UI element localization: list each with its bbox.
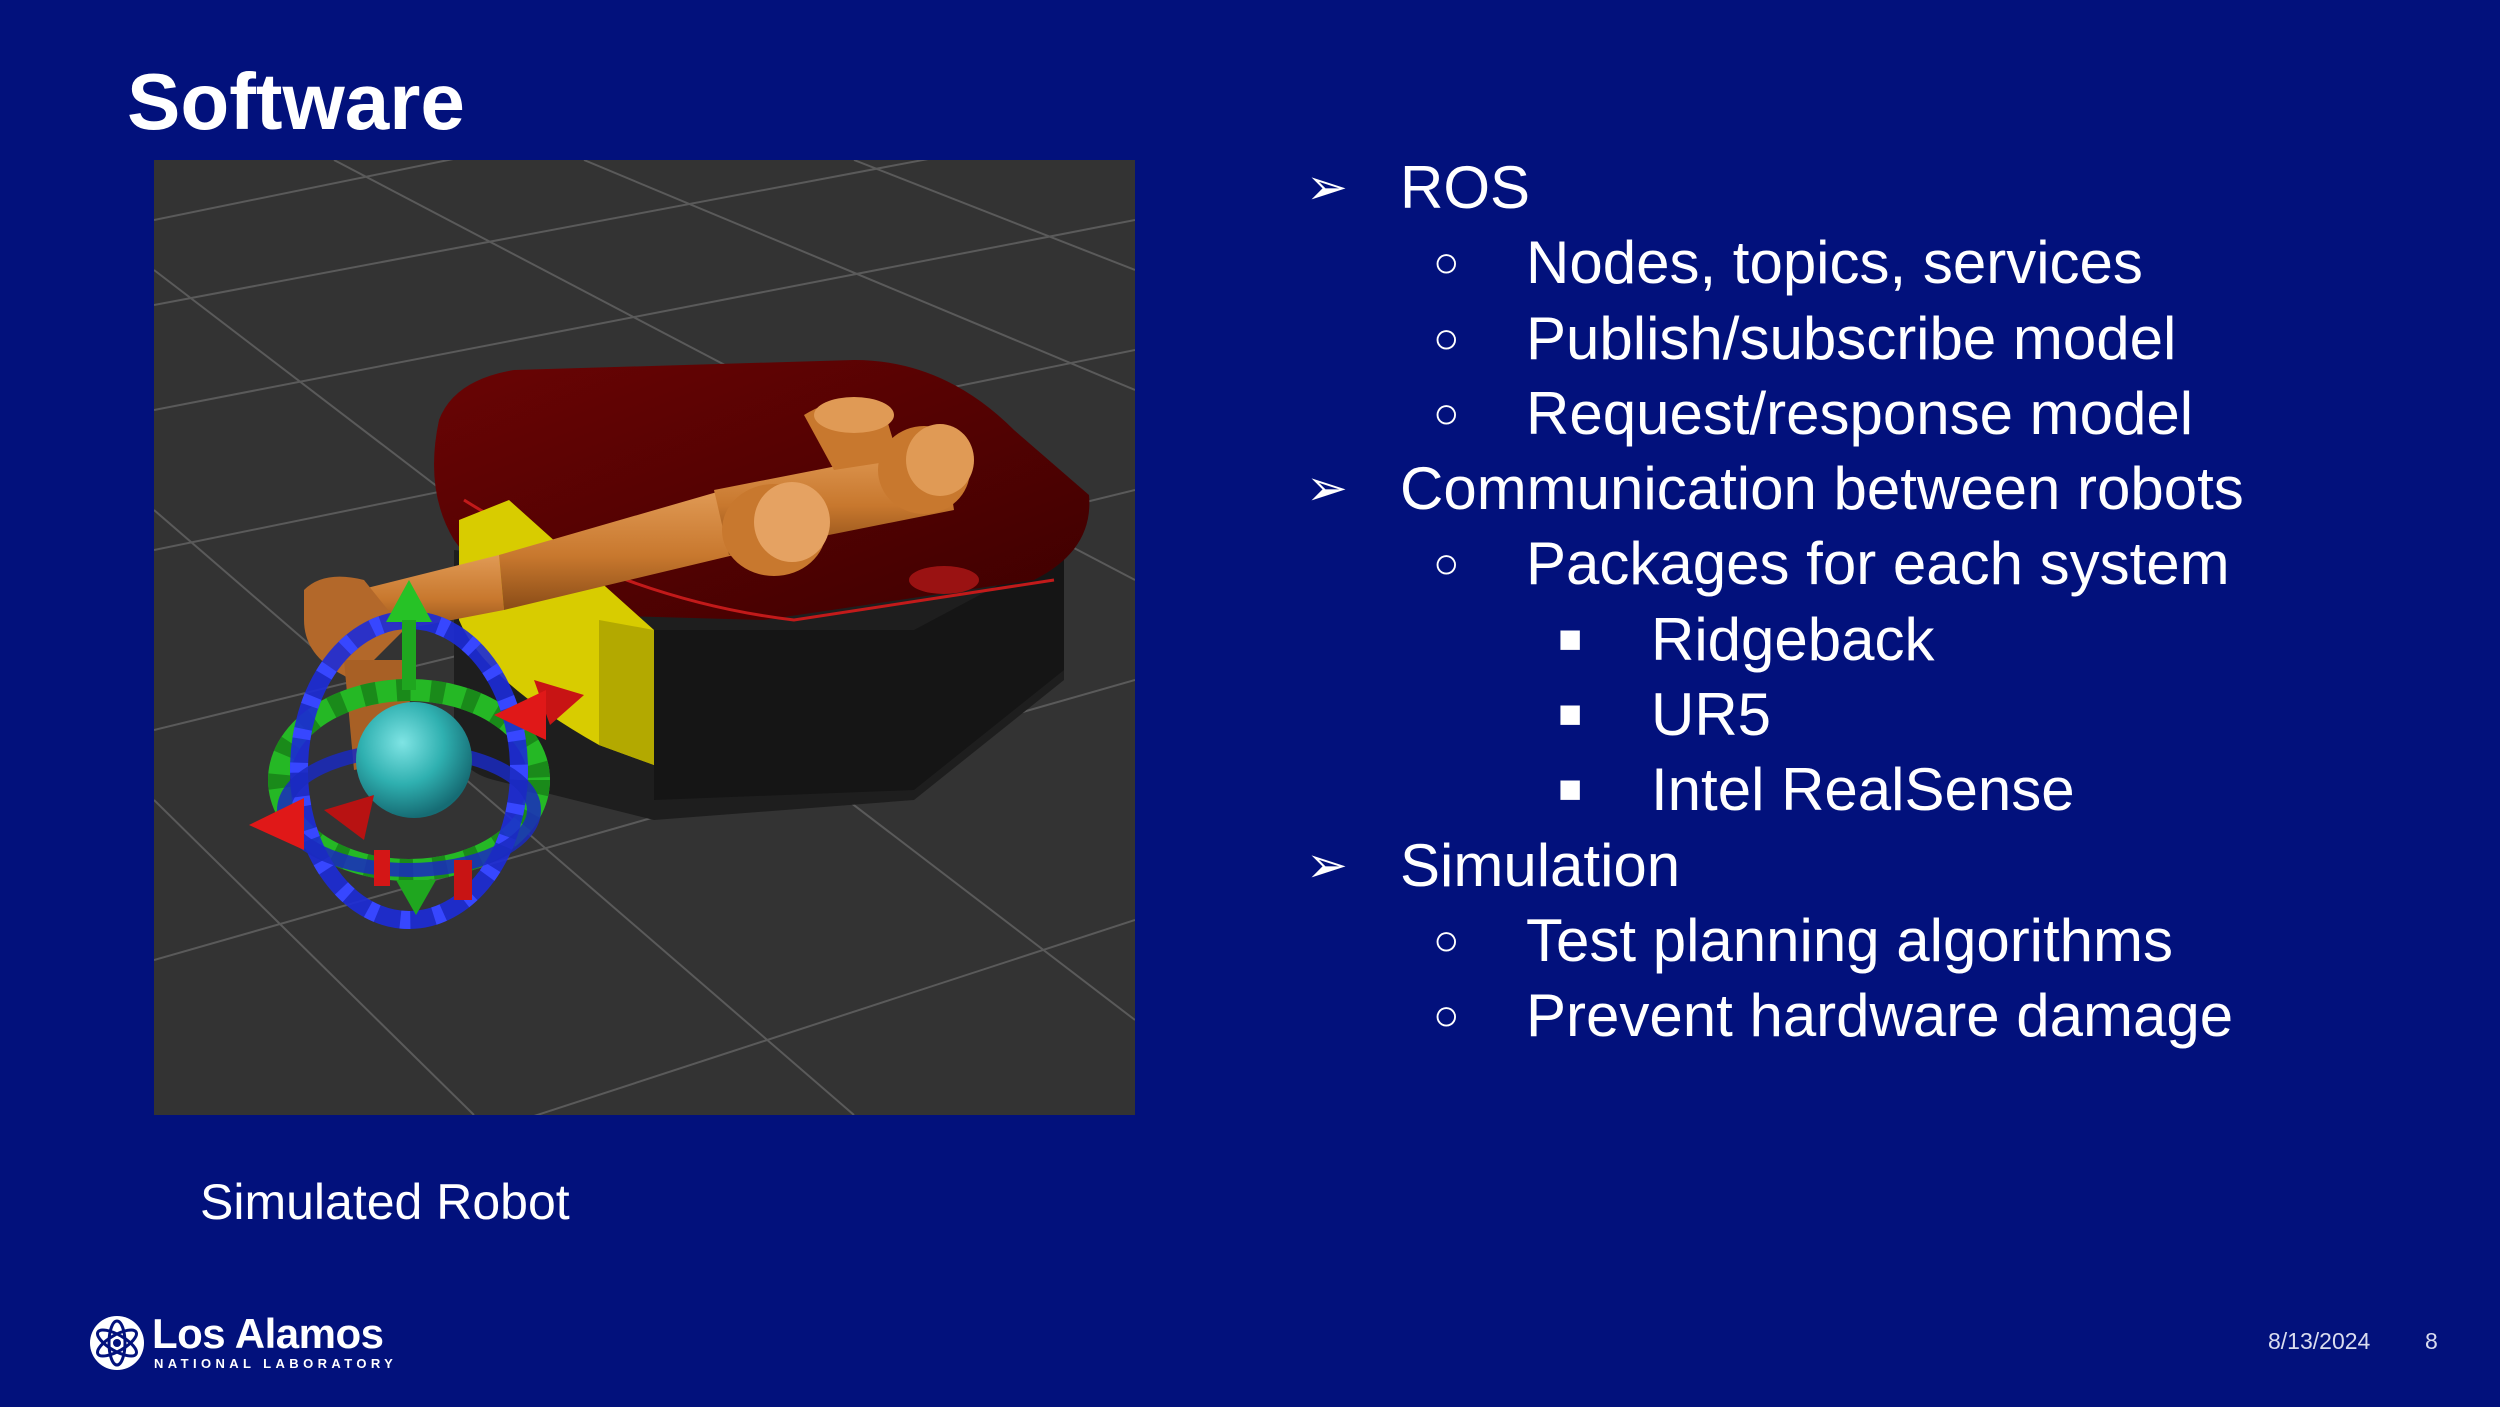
bullet-item: ➢ Simulation [1300, 828, 2450, 903]
bullet-text: ROS [1400, 154, 1531, 221]
bullet-item: ○ Publish/subscribe model [1300, 301, 2450, 376]
circle-bullet-icon: ○ [1433, 991, 1460, 1041]
bullet-item: ■ Intel RealSense [1300, 752, 2450, 827]
bullet-text: Publish/subscribe model [1526, 304, 2177, 372]
page-number: 8 [2425, 1328, 2438, 1354]
logo-wordmark: Los Alamos [152, 1310, 384, 1357]
bullet-text: Prevent hardware damage [1526, 982, 2234, 1050]
bullet-item: ➢ ROS [1300, 150, 2450, 225]
bullet-text: Communication between robots [1400, 455, 2244, 523]
bullet-text: UR5 [1651, 681, 1772, 749]
bullet-list: ➢ ROS ○ Nodes, topics, services ○ Publis… [1300, 150, 2450, 1054]
circle-bullet-icon: ○ [1433, 313, 1460, 363]
lab-logo: Los Alamos NATIONAL LABORATORY [88, 1310, 393, 1374]
bullet-item: ➢ Communication between robots [1300, 451, 2450, 526]
simulated-robot-image [154, 160, 1135, 1115]
circle-bullet-icon: ○ [1433, 915, 1460, 965]
bullet-item: ○ Packages for each system [1300, 526, 2450, 601]
square-bullet-icon: ■ [1558, 692, 1583, 737]
los-alamos-atom-icon [88, 1314, 146, 1372]
circle-bullet-icon: ○ [1433, 238, 1460, 288]
square-bullet-icon: ■ [1558, 616, 1583, 661]
bullet-item: ○ Prevent hardware damage [1300, 978, 2450, 1053]
bullet-text: Nodes, topics, services [1526, 229, 2143, 297]
bullet-text: Intel RealSense [1651, 756, 2075, 824]
circle-bullet-icon: ○ [1433, 539, 1460, 589]
bullet-text: Simulation [1400, 831, 1681, 899]
arrow-bullet-icon: ➢ [1306, 836, 1348, 893]
image-caption: Simulated Robot [200, 1174, 570, 1230]
bullet-text: Request/response model [1526, 379, 2194, 447]
square-bullet-icon: ■ [1558, 767, 1583, 812]
bullet-text: Packages for each system [1526, 530, 2230, 598]
bullet-item: ○ Request/response model [1300, 376, 2450, 451]
logo-subtitle: NATIONAL LABORATORY [154, 1356, 398, 1371]
circle-bullet-icon: ○ [1433, 388, 1460, 438]
bullet-text: Ridgeback [1651, 605, 1935, 673]
arrow-bullet-icon: ➢ [1306, 159, 1348, 215]
bullet-item: ○ Test planning algorithms [1300, 903, 2450, 978]
arrow-bullet-icon: ➢ [1306, 460, 1348, 517]
slide-title: Software [127, 57, 465, 146]
bullet-text: Test planning algorithms [1526, 906, 2174, 974]
bullet-item: ■ Ridgeback [1300, 602, 2450, 677]
bullet-item: ■ UR5 [1300, 677, 2450, 752]
bullet-item: ○ Nodes, topics, services [1300, 225, 2450, 300]
slide-date: 8/13/2024 [2268, 1328, 2371, 1354]
